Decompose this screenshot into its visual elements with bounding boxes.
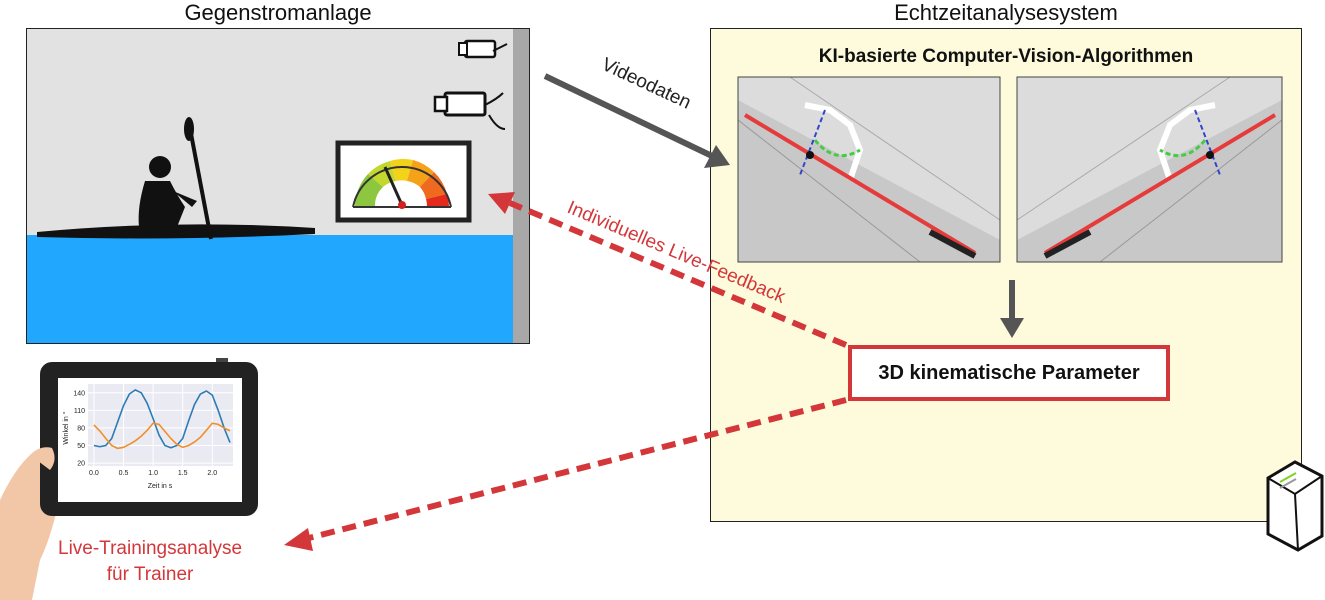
chart-series-line-2 [93,422,231,450]
right-panel-title: Echtzeitanalysesystem [894,0,1118,25]
chart-series-line-1 [93,388,231,449]
video-data-label: Videodaten [598,54,694,114]
video-frame-left [737,76,1001,263]
left-panel-title: Gegenstromanlage [184,0,372,25]
trainer-label: Live-Trainingsanalyse für Trainer [58,536,242,588]
feedback-display [335,140,472,223]
tablet-chart: 140 110 80 50 20 0.0 0.5 1.0 1.5 2.0 Winkel in °… [62,384,233,490]
water [27,235,513,343]
trainer-label-line2: für Trainer [106,564,194,585]
video-frame-right [1016,76,1283,263]
chart-ytick-label: 80 [77,425,85,432]
camera-icon [458,39,508,59]
video-data-arrow: Videodaten [543,54,730,168]
wall [513,29,529,343]
chart-xtick-label: 2.0 [207,470,217,477]
flume-scene [26,28,530,344]
chart-xtick-label: 1.5 [178,470,188,477]
server-icon [1266,460,1324,552]
chart-ylabel: Winkel in ° [62,411,70,444]
trainer-label-line1: Live-Trainingsanalyse [58,538,243,559]
chart-ytick-label: 50 [77,443,85,450]
trainer-arrow [284,397,847,551]
kinematic-parameters-box: 3D kinematische Parameter [848,345,1170,401]
chart-ytick-label: 20 [77,461,85,468]
chart-ytick-label: 140 [73,390,85,397]
gauge-icon [352,159,452,209]
chart-xlabel: Zeit in s [148,483,173,490]
chart-xtick-label: 0.5 [119,470,129,477]
kayaker-icon [37,117,315,240]
chart-xtick-label: 1.0 [148,470,158,477]
cv-heading: KI-basierte Computer-Vision-Algorithmen [818,46,1194,67]
down-arrow [1000,280,1024,338]
chart-xtick-label: 0.0 [89,470,99,477]
hand-fingers [30,447,55,470]
camera-icon [433,91,506,130]
chart-ytick-label: 110 [74,408,85,415]
